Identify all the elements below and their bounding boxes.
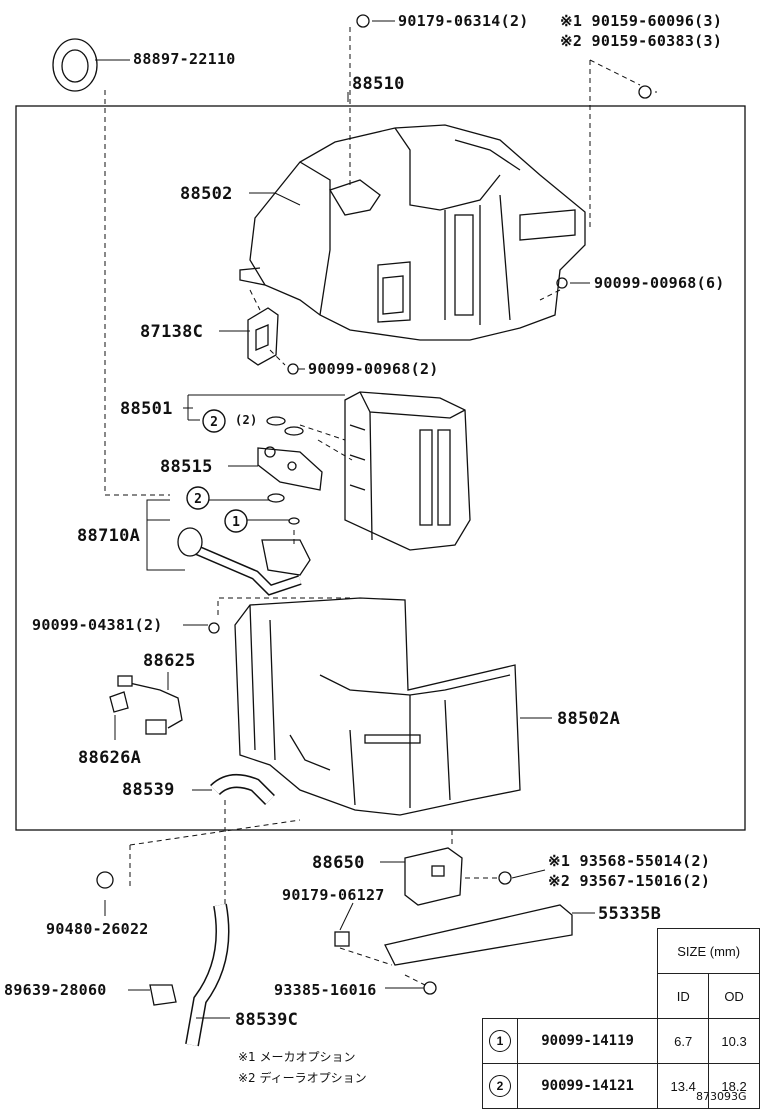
- label-88501: 88501: [120, 399, 173, 419]
- label-90099-04381: 90099-04381(2): [32, 616, 163, 634]
- label-90480-26022: 90480-26022: [46, 920, 149, 938]
- label-88502a: 88502A: [557, 709, 621, 729]
- ref-circle: 1: [488, 1030, 511, 1052]
- bracket-55335b: [384, 904, 573, 966]
- size-col-id: ID: [657, 973, 710, 1019]
- label-88625: 88625: [143, 651, 196, 671]
- label-90179-06127: 90179-06127: [282, 886, 385, 904]
- label-88710a: 88710A: [77, 526, 141, 546]
- label-88539: 88539: [122, 780, 175, 800]
- label-90099-00968-2: 90099-00968(2): [308, 360, 439, 378]
- label-93385-16016: 93385-16016: [274, 981, 377, 999]
- screw-90099-00968-2: [287, 363, 299, 375]
- label-note1-93568: ※1 93568-55014(2): [548, 852, 711, 870]
- amplifier-88650: [404, 847, 463, 906]
- oring-size-table: SIZE (mm) ID OD 1 90099-14119 6.7 10.3 2…: [482, 928, 760, 1109]
- label-88510: 88510: [352, 74, 405, 94]
- callout-text-2b: 2: [194, 492, 202, 507]
- clip-90179-06127: [334, 931, 350, 947]
- size-col-od: OD: [708, 973, 760, 1019]
- callout-circle-2a: [202, 409, 226, 433]
- callout-text-1: 1: [232, 515, 240, 530]
- label-88515: 88515: [160, 457, 213, 477]
- label-90099-00968-6: 90099-00968(6): [594, 274, 725, 292]
- row-id: 13.4: [657, 1063, 710, 1109]
- label-55335b: 55335B: [598, 904, 662, 924]
- row-od: 18.2: [708, 1063, 760, 1109]
- screw-90159: [638, 85, 652, 99]
- assembly-frame: [15, 105, 746, 831]
- screw-93568: [498, 871, 512, 885]
- row-od: 10.3: [708, 1018, 760, 1064]
- lower-case-88502a: [234, 597, 521, 816]
- label-88501-qty: (2): [235, 413, 258, 427]
- callout-text-2a: 2: [210, 415, 218, 430]
- row-part: 90099-14119: [516, 1018, 659, 1064]
- label-note1-90159: ※1 90159-60096(3): [560, 12, 723, 30]
- note-dealer-option: ※2 ディーラオプション: [238, 1071, 367, 1085]
- label-90179-06314: 90179-06314(2): [398, 12, 529, 30]
- label-88502: 88502: [180, 184, 233, 204]
- label-88650: 88650: [312, 853, 365, 873]
- clip-87138c: [247, 307, 279, 366]
- table-row: 1 90099-14119 6.7 10.3: [482, 1018, 760, 1064]
- label-89639-28060: 89639-28060: [4, 981, 107, 999]
- grommet-88897: [52, 38, 98, 92]
- tube-88710a: [177, 527, 311, 596]
- note-maker-option: ※1 メーカオプション: [238, 1050, 356, 1064]
- label-88626a: 88626A: [78, 748, 142, 768]
- evaporator-88501: [344, 391, 471, 551]
- label-87138c: 87138C: [140, 322, 204, 342]
- callout-circle-1: [224, 509, 248, 533]
- thermistor-88625: [117, 675, 183, 735]
- screw-90099-00968-6: [556, 277, 568, 289]
- row-part: 90099-14121: [516, 1063, 659, 1109]
- bolt-90099-04381: [208, 622, 220, 634]
- label-88897-22110: 88897-22110: [133, 50, 236, 68]
- size-table-header: SIZE (mm): [657, 928, 760, 974]
- clamp-88626a: [109, 691, 129, 713]
- ref-circle: 2: [488, 1075, 511, 1097]
- callout-circle-2b: [186, 486, 210, 510]
- label-88539c: 88539C: [235, 1010, 299, 1030]
- upper-case-88502: [239, 124, 586, 341]
- clip-89639-28060: [149, 984, 177, 1006]
- expansion-valve-88515: [257, 446, 323, 491]
- clip-90179-06314: [356, 14, 370, 28]
- row-id: 6.7: [657, 1018, 710, 1064]
- nut-90480-26022: [96, 871, 114, 889]
- table-row: 2 90099-14121 13.4 18.2: [482, 1063, 760, 1109]
- screw-93385-16016: [423, 981, 437, 995]
- label-note2-90159: ※2 90159-60383(3): [560, 32, 723, 50]
- label-note2-93567: ※2 93567-15016(2): [548, 872, 711, 890]
